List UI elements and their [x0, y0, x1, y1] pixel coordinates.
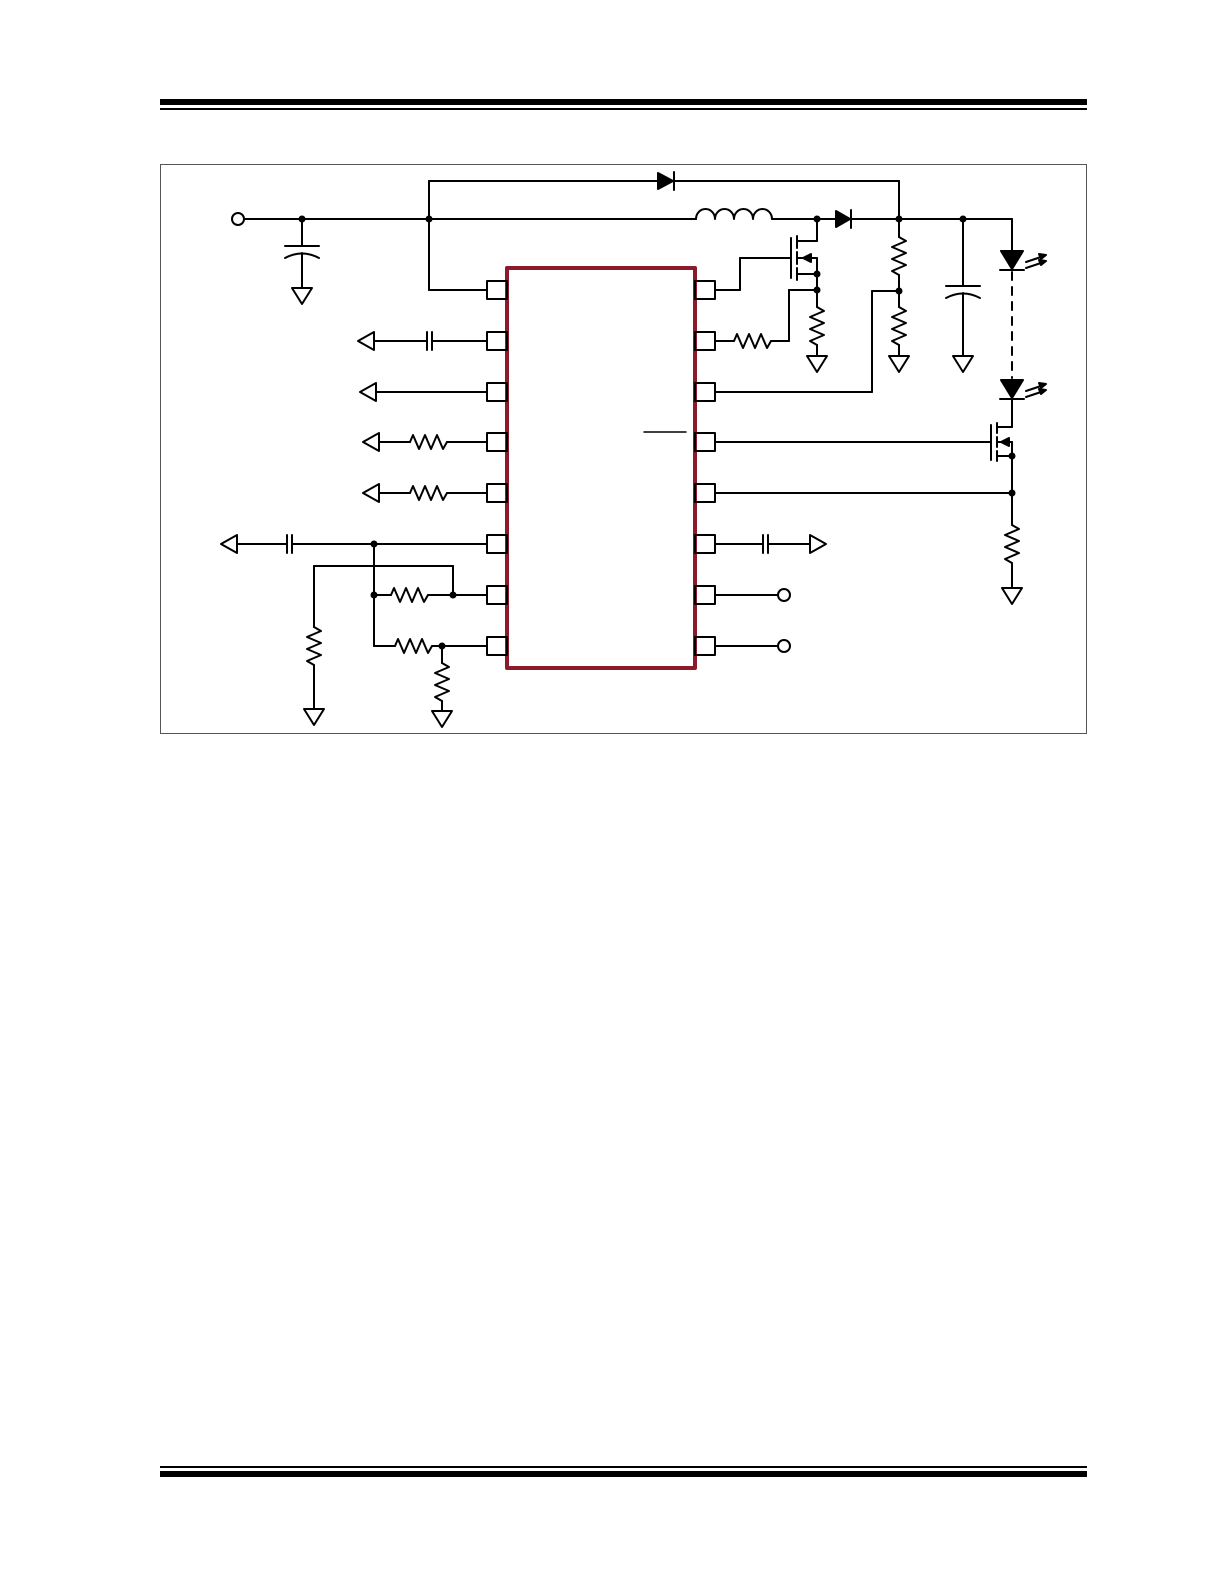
ground-symbol: [952, 355, 974, 373]
resistor-pin7: [390, 587, 429, 603]
terminal-right-1: [777, 588, 791, 602]
ground-symbol: [888, 355, 910, 373]
resistor-pin4: [409, 434, 448, 450]
ic-right-pins: [694, 280, 716, 656]
signal-ground-symbol: [362, 432, 380, 452]
feedback-resistor-top: [891, 236, 907, 276]
bottom-rule-thick: [160, 1471, 1087, 1477]
boost-inductor: [695, 208, 773, 220]
boost-diode: [835, 209, 852, 229]
dimming-mosfet: [990, 422, 1013, 462]
top-rule-thin: [160, 108, 1087, 110]
terminal-right-2: [777, 639, 791, 653]
ground-symbol: [1001, 587, 1023, 605]
cs-filter-resistor: [733, 333, 772, 349]
ground-symbol: [303, 708, 325, 726]
signal-ground-symbol: [220, 534, 238, 554]
signal-ground-symbol: [357, 331, 375, 351]
resistor-left-ground: [306, 626, 322, 666]
input-terminal: [231, 212, 245, 226]
ground-symbol: [291, 287, 313, 305]
signal-ground-symbol: [362, 483, 380, 503]
ground-symbol: [806, 355, 828, 373]
controller-ic: [505, 266, 697, 670]
top-rule-thick: [160, 99, 1087, 105]
bootstrap-diode: [657, 171, 675, 191]
current-sense-resistor: [809, 306, 825, 346]
led-sense-resistor: [1004, 524, 1020, 564]
signal-ground-symbol: [359, 382, 377, 402]
resistor-pin8: [394, 638, 433, 654]
resistor-pin8-ground: [434, 662, 450, 702]
schematic-frame: [160, 164, 1087, 734]
feedback-resistor-bottom: [891, 306, 907, 346]
led-top: [999, 250, 1047, 271]
ic-left-pins: [486, 280, 508, 656]
led-bottom: [999, 379, 1047, 400]
signal-ground-symbol: [809, 534, 827, 554]
boost-mosfet: [790, 235, 818, 281]
resistor-pin5: [409, 485, 448, 501]
junction-dots: [298, 215, 1016, 650]
ground-symbol: [431, 710, 453, 728]
bottom-rule-thin: [160, 1466, 1087, 1468]
